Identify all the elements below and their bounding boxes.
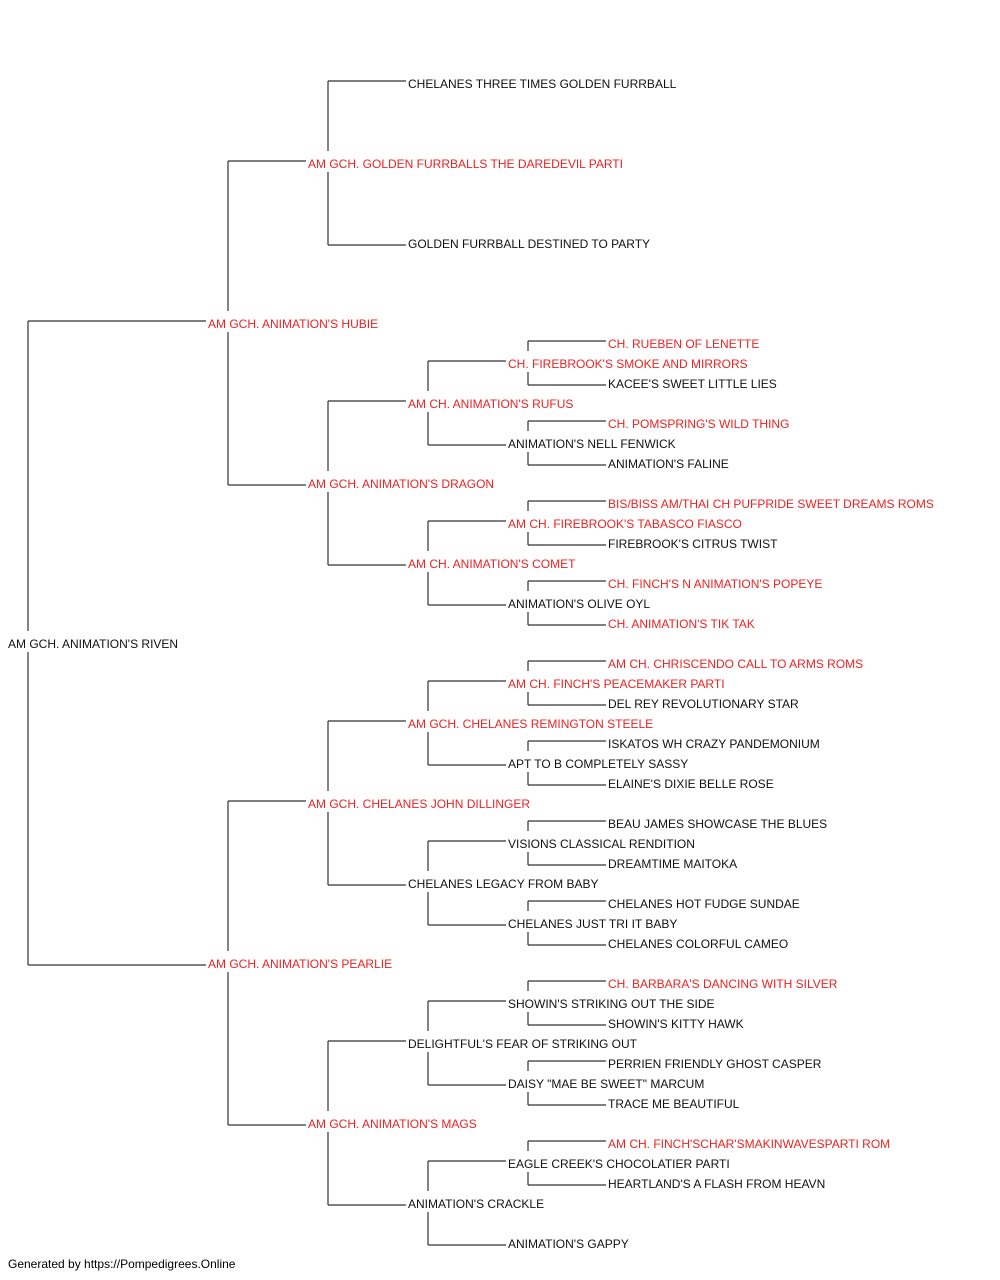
dog-name-ds: AM GCH. CHELANES JOHN DILLINGER bbox=[308, 797, 530, 811]
dog-name-dsdd: CHELANES JUST TRI IT BABY bbox=[508, 917, 677, 931]
dog-name-sddds: CH. FINCH'S N ANIMATION'S POPEYE bbox=[608, 577, 822, 591]
dog-name-ddd: ANIMATION'S CRACKLE bbox=[408, 1197, 544, 1211]
dog-name-ddsss: CH. BARBARA'S DANCING WITH SILVER bbox=[608, 977, 838, 991]
dog-name-sdsds: CH. POMSPRING'S WILD THING bbox=[608, 417, 789, 431]
dog-name-d: AM GCH. ANIMATION'S PEARLIE bbox=[208, 957, 392, 971]
dog-name-ddss: SHOWIN'S STRIKING OUT THE SIDE bbox=[508, 997, 715, 1011]
dog-name-sddd: ANIMATION'S OLIVE OYL bbox=[508, 597, 650, 611]
dog-name-dssd: APT TO B COMPLETELY SASSY bbox=[508, 757, 688, 771]
dog-name-ddssd: SHOWIN'S KITTY HAWK bbox=[608, 1017, 744, 1031]
dog-name-ddsds: PERRIEN FRIENDLY GHOST CASPER bbox=[608, 1057, 822, 1071]
dog-name-dsss: AM CH. FINCH'S PEACEMAKER PARTI bbox=[508, 677, 725, 691]
dog-name-ddsd: DAISY "MAE BE SWEET" MARCUM bbox=[508, 1077, 704, 1091]
dog-name-ddsdd: TRACE ME BEAUTIFUL bbox=[608, 1097, 740, 1111]
dog-name-dddss: AM CH. FINCH'SCHAR'SMAKINWAVESPARTI ROM bbox=[608, 1137, 890, 1151]
dog-name-dsdss: BEAU JAMES SHOWCASE THE BLUES bbox=[608, 817, 827, 831]
dog-name-ss: AM GCH. GOLDEN FURRBALLS THE DAREDEVIL P… bbox=[308, 157, 623, 171]
dog-name-sds: AM CH. ANIMATION'S RUFUS bbox=[408, 397, 573, 411]
dog-name-dsssd: DEL REY REVOLUTIONARY STAR bbox=[608, 697, 799, 711]
dog-name-ddds: EAGLE CREEK'S CHOCOLATIER PARTI bbox=[508, 1157, 730, 1171]
dog-name-dsdsd: DREAMTIME MAITOKA bbox=[608, 857, 737, 871]
dog-name-sddss: BIS/BISS AM/THAI CH PUFPRIDE SWEET DREAM… bbox=[608, 497, 934, 511]
dog-name-sdds: AM CH. FIREBROOK'S TABASCO FIASCO bbox=[508, 517, 742, 531]
dog-name-dsdds: CHELANES HOT FUDGE SUNDAE bbox=[608, 897, 800, 911]
dog-name-dsddd: CHELANES COLORFUL CAMEO bbox=[608, 937, 788, 951]
dog-name-sdsss: CH. RUEBEN OF LENETTE bbox=[608, 337, 759, 351]
pedigree-connectors bbox=[27, 80, 606, 1246]
dog-name-sdd: AM CH. ANIMATION'S COMET bbox=[408, 557, 576, 571]
dog-name-sddsd: FIREBROOK'S CITRUS TWIST bbox=[608, 537, 778, 551]
dog-name-dddd: ANIMATION'S GAPPY bbox=[508, 1237, 629, 1251]
dog-name-dsd: CHELANES LEGACY FROM BABY bbox=[408, 877, 599, 891]
dog-name-ssd: GOLDEN FURRBALL DESTINED TO PARTY bbox=[408, 237, 650, 251]
dog-name-dds: DELIGHTFUL'S FEAR OF STRIKING OUT bbox=[408, 1037, 638, 1051]
dog-name-root: AM GCH. ANIMATION'S RIVEN bbox=[8, 637, 178, 651]
footer-credit: Generated by https://Pompedigrees.Online bbox=[8, 1257, 236, 1271]
dog-name-dsds: VISIONS CLASSICAL RENDITION bbox=[508, 837, 695, 851]
pedigree-names: AM GCH. ANIMATION'S RIVEN AM GCH. ANIMATI… bbox=[8, 77, 934, 1251]
dog-name-sdsdd: ANIMATION'S FALINE bbox=[608, 457, 729, 471]
dog-name-dd: AM GCH. ANIMATION'S MAGS bbox=[308, 1117, 477, 1131]
dog-name-sss: CHELANES THREE TIMES GOLDEN FURRBALL bbox=[408, 77, 677, 91]
dog-name-sdss: CH. FIREBROOK'S SMOKE AND MIRRORS bbox=[508, 357, 748, 371]
dog-name-sd: AM GCH. ANIMATION'S DRAGON bbox=[308, 477, 494, 491]
dog-name-dddsd: HEARTLAND'S A FLASH FROM HEAVN bbox=[608, 1177, 825, 1191]
dog-name-dssdd: ELAINE'S DIXIE BELLE ROSE bbox=[608, 777, 774, 791]
dog-name-dss: AM GCH. CHELANES REMINGTON STEELE bbox=[408, 717, 653, 731]
dog-name-sdssd: KACEE'S SWEET LITTLE LIES bbox=[608, 377, 777, 391]
dog-name-sdddd: CH. ANIMATION'S TIK TAK bbox=[608, 617, 755, 631]
dog-name-dssss: AM CH. CHRISCENDO CALL TO ARMS ROMS bbox=[608, 657, 863, 671]
dog-name-sdsd: ANIMATION'S NELL FENWICK bbox=[508, 437, 676, 451]
dog-name-s: AM GCH. ANIMATION'S HUBIE bbox=[208, 317, 378, 331]
dog-name-dssds: ISKATOS WH CRAZY PANDEMONIUM bbox=[608, 737, 820, 751]
